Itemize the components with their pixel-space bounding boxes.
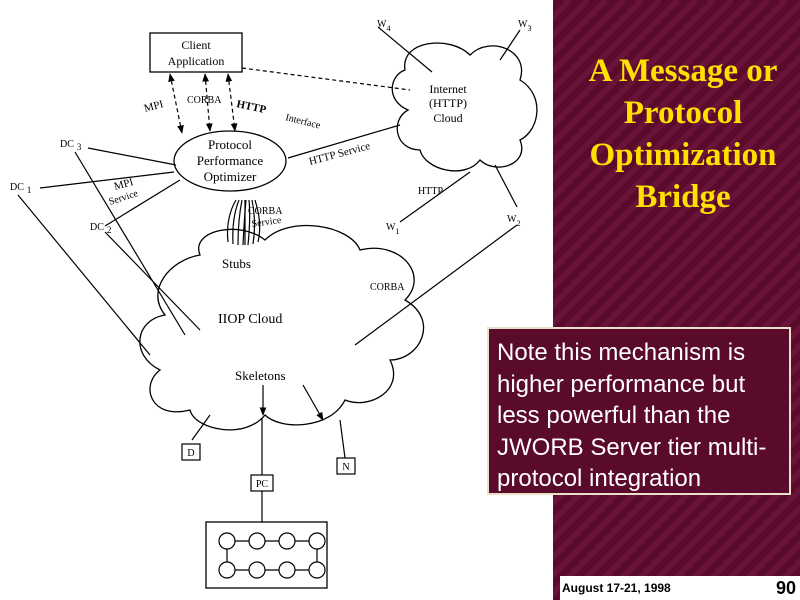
corba-service-label-1: CORBA — [248, 206, 283, 217]
dc1-label: DC — [10, 182, 24, 193]
http-label: HTTP — [418, 186, 443, 197]
slide-title-line-3: Optimization — [589, 137, 777, 173]
iiop-cloud-label: IIOP Cloud — [218, 312, 282, 327]
slide-title-line-2: Protocol — [623, 95, 743, 131]
protocol-optimizer-line-1: Protocol — [208, 137, 252, 152]
footer-bar — [560, 576, 800, 600]
internet-cloud-line-1: Internet — [429, 82, 467, 96]
mpi-service-label-2: Service — [108, 188, 140, 208]
w2-sub: 2 — [516, 219, 520, 228]
pc-cluster-nodes — [218, 532, 326, 579]
internet-cloud — [391, 42, 538, 172]
client-application-box — [149, 32, 243, 73]
node-pc-label: PC — [256, 479, 269, 490]
stubs-bundle — [226, 199, 261, 246]
client-application-line-2: Application — [168, 54, 225, 68]
svg-text:W4: W4 — [377, 19, 390, 33]
client-application-line-1: Client — [181, 38, 211, 52]
node-n-label: N — [342, 462, 349, 473]
downlinks — [191, 384, 346, 522]
svg-text:DC3: DC3 — [60, 139, 82, 152]
svg-text:DC2: DC2 — [90, 222, 111, 235]
w4-sub: 4 — [386, 24, 390, 33]
dc3-sub: 3 — [77, 142, 82, 152]
slide-title-line-1: A Message or — [588, 53, 778, 89]
corba-top-label: CORBA — [187, 95, 222, 106]
corba-service-label-2: Service — [251, 215, 283, 230]
w4-label: W — [377, 19, 387, 30]
mpi-label: MPI — [143, 98, 165, 115]
note-box: Note this mechanism is higher performanc… — [487, 327, 791, 495]
internet-cloud-line-3: Cloud — [433, 111, 462, 125]
svg-text:W1: W1 — [386, 222, 399, 236]
slide-title: A Message or Protocol Optimization Bridg… — [563, 50, 800, 218]
client-to-internet-line — [241, 67, 411, 91]
dc1-sub: 1 — [27, 185, 32, 195]
iiop-cloud — [139, 224, 425, 431]
dc2-label: DC — [90, 222, 104, 233]
svg-text:DC1: DC1 — [10, 182, 31, 195]
protocol-optimizer-line-2: Performance — [197, 153, 264, 168]
network-links — [17, 26, 521, 356]
internet-cloud-line-2: (HTTP) — [429, 96, 467, 110]
w1-sub: 1 — [395, 227, 399, 236]
w1-label: W — [386, 222, 396, 233]
mpi-service-label-1: MPI — [113, 176, 135, 193]
http-service-label: HTTP Service — [308, 140, 372, 168]
dc2-sub: 2 — [107, 225, 112, 235]
node-d-label: D — [187, 448, 194, 459]
skeletons-label: Skeletons — [235, 368, 286, 383]
footer-date: August 17-21, 1998 — [562, 581, 671, 595]
w2-label: W — [507, 214, 517, 225]
architecture-diagram: Client Application Protocol Performance … — [10, 19, 538, 589]
client-connections — [168, 73, 238, 134]
slide-title-line-4: Bridge — [635, 179, 731, 215]
svg-text:W3: W3 — [518, 19, 531, 33]
stubs-label: Stubs — [222, 256, 251, 271]
dc3-label: DC — [60, 139, 74, 150]
corba-label: CORBA — [370, 282, 405, 293]
http-interface-label: HTTP — [235, 98, 267, 116]
protocol-optimizer-line-3: Optimizer — [204, 169, 257, 184]
w3-label: W — [518, 19, 528, 30]
w3-sub: 3 — [527, 24, 531, 33]
page-number: 90 — [775, 578, 796, 598]
note-text: Note this mechanism is higher performanc… — [497, 339, 767, 492]
interface-label: Interface — [284, 112, 322, 131]
svg-text:W2: W2 — [507, 214, 520, 228]
